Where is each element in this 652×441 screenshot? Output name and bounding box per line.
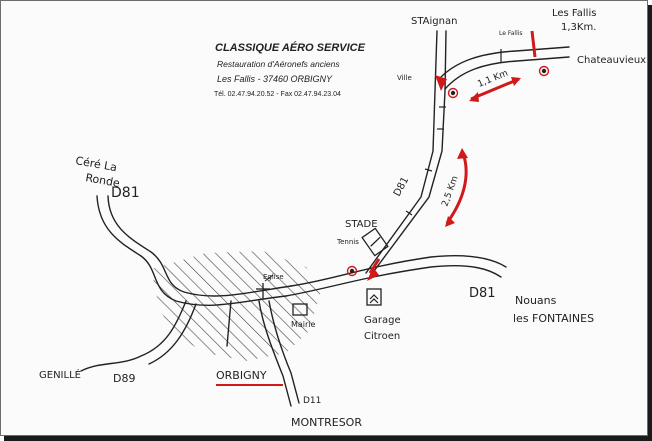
road-d81-west-edge — [107, 195, 292, 297]
company-address: Les Fallis - 37460 ORBIGNY — [217, 74, 333, 84]
label-d89: D89 — [113, 372, 135, 385]
label-mairie: Mairie — [291, 320, 316, 329]
label-garage: Garage — [364, 315, 401, 326]
map-drawing: CLASSIQUE AÉRO SERVICE Restauration d'Aé… — [39, 8, 646, 429]
garage-building — [366, 288, 382, 306]
label-genille: GENILLÉ — [39, 368, 81, 381]
label-stade: STADE — [345, 219, 378, 230]
buildings — [256, 227, 389, 316]
road-network — [80, 30, 570, 407]
label-montresor: MONTRESOR — [291, 416, 362, 429]
mairie-building — [292, 303, 308, 316]
distance-arrow-chateauvieux — [470, 77, 520, 101]
road-chateauvieux — [438, 46, 570, 80]
label-eglise: Eglise — [263, 273, 284, 281]
label-distance-chateauvieux: 1,1 Km — [476, 69, 509, 90]
label-les-fallis-distance: 1,3Km. — [561, 22, 596, 33]
road-d81-east-edge — [290, 255, 507, 287]
label-les-fallis: Les Fallis — [552, 8, 596, 19]
road-d81-east — [285, 265, 502, 297]
road-d89 — [80, 300, 187, 372]
route-arrow-stade — [367, 267, 379, 281]
company-tagline: Restauration d'Aéronefs anciens — [217, 59, 340, 69]
label-chateauvieux: Chateauvieux — [577, 55, 646, 66]
marker-ville — [447, 87, 459, 99]
label-citroen: Citroen — [364, 331, 400, 342]
road-north — [365, 30, 438, 274]
label-ceze-la: Céré La — [74, 154, 117, 174]
company-contact: Tél. 02.47.94.20.52 - Fax 02.47.94.23.04 — [214, 91, 341, 98]
route-arrow-ville — [435, 75, 447, 91]
road-d11 — [258, 300, 292, 407]
distance-arrow-stade — [445, 152, 468, 224]
road-d89-edge — [148, 303, 197, 365]
label-les-fontaines: les FONTAINES — [513, 312, 594, 325]
marker-stade — [346, 265, 358, 277]
location-markers — [346, 65, 550, 277]
label-orbigny: ORBIGNY — [216, 369, 267, 382]
label-nouans: Nouans — [515, 294, 557, 307]
label-ville: Ville — [397, 74, 412, 82]
label-d81-north: D81 — [392, 175, 411, 198]
tennis-court — [361, 227, 389, 257]
label-ronde: Ronde — [84, 171, 121, 190]
label-d81-east: D81 — [469, 286, 496, 301]
label-le-fallis-small: Le Fallis — [499, 30, 523, 37]
label-st-aignan: STAignan — [411, 16, 457, 27]
company-name: CLASSIQUE AÉRO SERVICE — [215, 41, 366, 54]
marker-chateauvieux — [538, 65, 550, 77]
label-tennis: Tennis — [336, 238, 359, 246]
road-d81-west — [96, 195, 287, 306]
label-d11: D11 — [303, 396, 321, 406]
village-hatched-area — [151, 251, 321, 361]
road-ticks — [405, 49, 502, 216]
road-chateauvieux-edge — [444, 56, 570, 90]
road-lane — [226, 300, 232, 347]
route-markers — [367, 30, 537, 281]
road-north-edge — [373, 30, 447, 272]
label-d81-west: D81 — [111, 185, 140, 201]
route-mark-fallis — [530, 30, 537, 58]
road-d11-edge — [268, 300, 300, 404]
